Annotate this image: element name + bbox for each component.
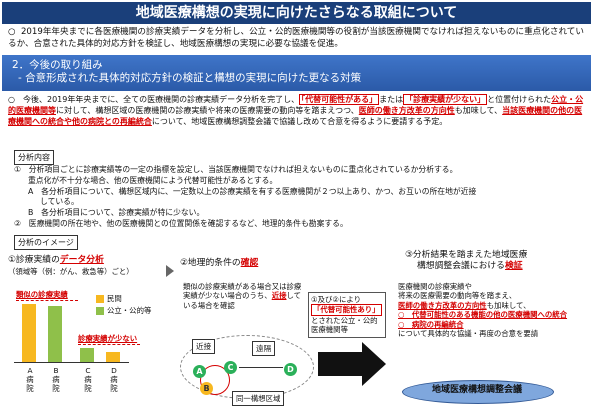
similar-bracket xyxy=(16,300,78,301)
node-c: C xyxy=(224,361,237,374)
label-similar-results: 類似の診療実績 xyxy=(16,290,68,299)
label-hospital-a: A病院 xyxy=(26,366,34,393)
label-far: 遠隔 xyxy=(252,341,276,356)
legend-swatch-public xyxy=(96,307,104,315)
highlight-integration: 当該医療機関の他の医療機関への統合や他の病院との再編統合 xyxy=(8,106,583,127)
section-heading: 2．今後の取り組み xyxy=(12,59,103,71)
col2-desc-highlight: 近接 xyxy=(271,291,287,301)
req-line-3-post: も加味して、 xyxy=(486,300,531,310)
node-d: D xyxy=(284,363,297,376)
req-highlight-reform: 医師の働き方改革の方向性 xyxy=(398,300,487,310)
highlight-work-reform: 医師の働き方改革の方向性 xyxy=(358,106,455,116)
legend-private: 民間 xyxy=(96,294,122,303)
section-header: 2．今後の取り組み - 合意形成された具体的対応方針の検証と構想の実現に向けた更… xyxy=(2,55,591,91)
label-near: 近接 xyxy=(192,339,216,354)
highlight-public-hospitals: 公立・公的医療機関等 xyxy=(8,95,584,116)
label-hospital-b: B病院 xyxy=(52,366,60,393)
section-subheading: - 合意形成された具体的対応方針の検証と構想の実現に向けた更なる対策 xyxy=(18,72,362,84)
col3-title-line2: 構想調整会議における検証 xyxy=(405,261,585,272)
item-1b: 重点化が不十分な場合、他の医療機関によう代替可能性があるとする。 xyxy=(28,175,278,185)
item-a2: している。 xyxy=(40,197,79,207)
council-table xyxy=(402,380,554,404)
bar-hospital-d xyxy=(106,352,120,362)
req-line-1: 医療機関の診療実績や xyxy=(398,282,472,291)
col2-desc-pre: 類似の診療実績がある場合又は診療実績が少ない場合のうち、 xyxy=(183,282,302,301)
bar-hospital-b xyxy=(48,306,62,362)
body-text-2: または xyxy=(379,95,404,104)
box-text-1: ①及び②により xyxy=(311,295,362,304)
col1-title-pre: ①診療実績の xyxy=(8,255,60,265)
body-text-3: と位置付けられた xyxy=(487,95,552,104)
body-text-1: ○ 今後、2019年年央までに、全ての医療機関の診療実績データ分析を完了し、 xyxy=(8,95,300,104)
label-hospital-d: D病院 xyxy=(110,366,118,393)
body-text-5: も加味して、 xyxy=(454,106,503,116)
item-2: ② 医療機関の所在地や、他の医療機関との位置関係を確認するなど、地理的条件も勘案… xyxy=(14,218,348,228)
col3-title: ③分析結果を踏まえた地域医療 構想調整会議における検証 xyxy=(405,250,585,272)
analysis-items: ① 分析項目ごとに診療実績等の一定の指標を設定し、当該医療機関でなければ担えない… xyxy=(14,165,586,230)
bar-hospital-a xyxy=(22,304,36,362)
node-a: A xyxy=(193,365,206,378)
label-few-results: 診療実績が少ない xyxy=(78,334,138,343)
big-arrow-body xyxy=(318,352,362,376)
intro-paragraph: ○ 2019年年央までに各医療機関の診療実績データを分析し、公立・公的医療機関等… xyxy=(8,26,586,50)
col1-subtitle: （領域等（例：がん、救急等）ごと） xyxy=(8,267,134,276)
highlight-substitutable: 「代替可能性がある」 xyxy=(299,94,380,105)
bar-chart-panel: 類似の診療実績 診療実績が少ない 民間 公立・公的等 A病院 B病院 C病院 D… xyxy=(8,282,173,407)
req-line-6: について具体的な協議・再度の合意を要請 xyxy=(398,329,539,339)
col2-title-pre: ②地理的条件の xyxy=(180,258,241,268)
col3-title-line1: ③分析結果を踏まえた地域医療 xyxy=(405,250,528,260)
geo-diagram: 近接 遠隔 A B C D 同一構想区域 xyxy=(180,325,314,406)
few-bracket xyxy=(78,344,140,345)
substitutable-box: ①及び②により 「代替可能性あり」 とされた公立・公的医療機関等 xyxy=(308,292,386,338)
label-hospital-c: C病院 xyxy=(84,366,92,393)
legend-swatch-private xyxy=(96,295,104,303)
council-illustration: 地域医療構想調整会議 xyxy=(398,368,578,408)
body-paragraph: ○ 今後、2019年年央までに、全ての医療機関の診療実績データ分析を完了し、「代… xyxy=(8,94,588,128)
big-arrow-head-icon xyxy=(362,342,386,386)
intro-text: 2019年年央までに各医療機関の診療実績データを分析し、公立・公的医療機関等の役… xyxy=(8,27,584,49)
req-highlight-integration: ○ 代替可能性のある機能の他の医療機関への統合 xyxy=(398,310,568,320)
col2-desc-post: している場合を確認 xyxy=(183,291,302,310)
req-line-2: 将来の医療需要の動向等を踏まえ、 xyxy=(398,291,517,301)
analysis-image-tag: 分析のイメージ xyxy=(14,235,78,250)
analysis-content-tag: 分析内容 xyxy=(14,150,54,165)
col1-title-highlight: データ分析 xyxy=(59,255,104,265)
legend-label-private: 民間 xyxy=(107,294,122,303)
near-circle xyxy=(200,365,230,395)
highlight-few-results: 「診療実績が少ない」 xyxy=(403,94,488,105)
box-text-2: とされた公立・公的医療機関等 xyxy=(311,315,378,335)
item-b: B 各分析項目について、診療実績が特に少ない。 xyxy=(28,208,205,218)
col2-description: 類似の診療実績がある場合又は診療実績が少ない場合のうち、近接している場合を確認 xyxy=(183,282,308,310)
body-text-6: について、地域医療構想調整会議で協議し改めて合意を得るように要請する予定。 xyxy=(151,117,448,127)
legend-public: 公立・公的等 xyxy=(96,306,151,315)
item-a: A 各分析項目について、構想区域内に、一定数以上の診療実績を有する医療機関が２つ… xyxy=(28,186,477,196)
col2-title-highlight: 確認 xyxy=(240,258,259,268)
box-highlight: 「代替可能性あり」 xyxy=(311,304,382,316)
label-same-area: 同一構想区域 xyxy=(232,391,285,406)
arrow-right-icon xyxy=(166,265,174,277)
body-text-4: に対して、構想区域の医療機関の診療実績や将来の医療需要の動向等を踏まえつつ、 xyxy=(56,106,359,116)
col3-title2-highlight: 検証 xyxy=(504,261,523,271)
req-highlight-reorganization: ○ 病院の再編統合 xyxy=(398,319,464,329)
bullet: ○ xyxy=(8,27,16,37)
page-title: 地域医療構想の実現に向けたさらなる取組について xyxy=(2,2,591,24)
col3-requests: 医療機関の診療実績や 将来の医療需要の動向等を踏まえ、 医師の働き方改革の方向性… xyxy=(398,282,588,338)
col2-title: ②地理的条件の確認 xyxy=(180,258,258,269)
node-b: B xyxy=(200,382,213,395)
distance-line xyxy=(239,367,283,368)
council-label: 地域医療構想調整会議 xyxy=(431,385,522,395)
legend-label-public: 公立・公的等 xyxy=(107,306,152,315)
col1-title: ①診療実績のデータ分析 xyxy=(8,255,178,266)
chart-baseline xyxy=(14,362,129,363)
col3-title2-pre: 構想調整会議における xyxy=(417,261,505,271)
item-1: ① 分析項目ごとに診療実績等の一定の指標を設定し、当該医療機関でなければ担えない… xyxy=(14,165,458,174)
bar-hospital-c xyxy=(80,348,94,362)
